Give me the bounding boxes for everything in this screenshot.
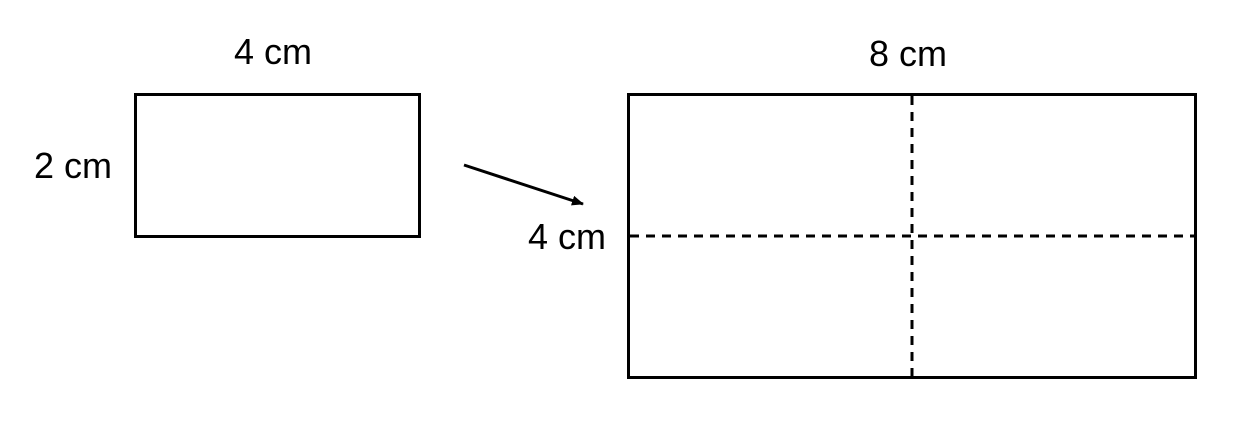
large-rectangle bbox=[627, 93, 1197, 379]
large-rectangle-width-label: 8 cm bbox=[869, 33, 948, 74]
small-rectangle-height-label: 2 cm bbox=[34, 145, 113, 186]
small-rectangle-width-label: 4 cm bbox=[234, 31, 313, 72]
scale-arrow bbox=[463, 163, 584, 206]
small-rectangle bbox=[134, 93, 421, 238]
large-rectangle-height-label: 4 cm bbox=[528, 216, 607, 257]
